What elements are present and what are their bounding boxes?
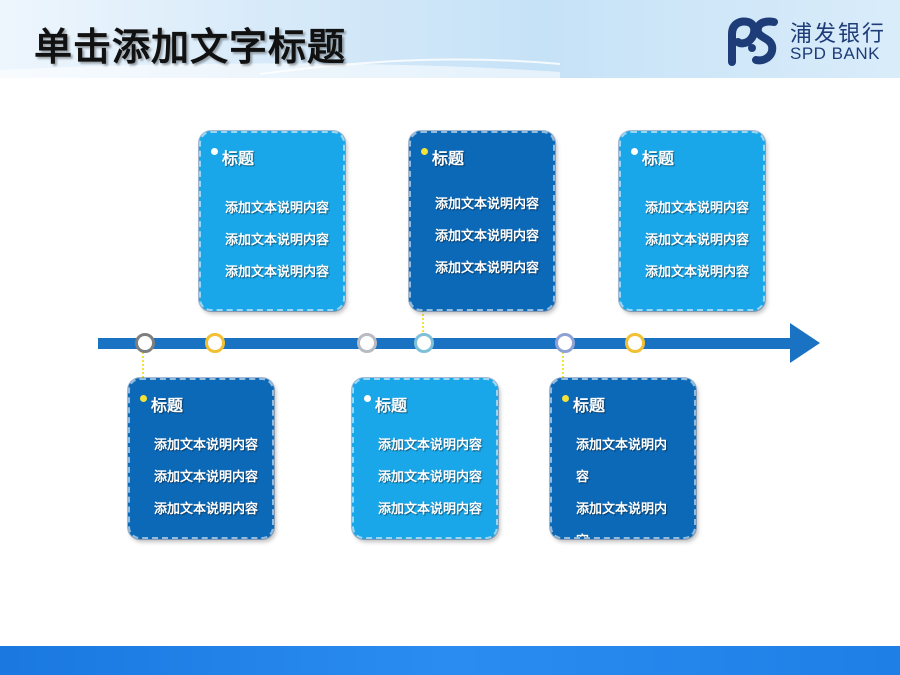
card-description[interactable]: 添加文本说明内容 添加文本说明内容 添加文本说明内容 [154,430,270,526]
bank-name-cn: 浦发银行 [790,22,887,47]
card-text-line: 添加文本说明内容 [378,438,483,453]
timeline-node[interactable] [414,333,434,353]
timeline-node[interactable] [625,333,645,353]
card-marker-dot [421,148,428,155]
card-text-line: 添加文本说明内容 [576,502,668,537]
card-marker-dot [562,395,569,402]
bank-logo: 浦发银行 SPD BANK [728,14,888,70]
footer-bar [0,646,900,675]
timeline-arrow-bar [98,323,824,365]
card-text-line: 添加文本说明内容 [225,201,330,216]
card-description[interactable]: 添加文本说明内容 添加文本说明内容 [576,430,676,537]
card-description[interactable]: 添加文本说明内容 添加文本说明内容 添加文本说明内容 [378,430,494,526]
timeline-card[interactable]: 标题 添加文本说明内容 添加文本说明内容 添加文本说明内容 [199,131,345,311]
timeline-card[interactable]: 标题 添加文本说明内容 添加文本说明内容 [550,378,696,539]
card-title[interactable]: 标题 [222,149,255,168]
card-text-line: 添加文本说明内容 [154,470,259,485]
card-text-line: 添加文本说明内容 [435,197,540,212]
timeline-node[interactable] [135,333,155,353]
card-text-line: 添加文本说明内容 [154,502,259,517]
card-text-line: 添加文本说明内容 [435,229,540,244]
card-text-line: 添加文本说明内容 [378,470,483,485]
card-title[interactable]: 标题 [642,149,675,168]
timeline-arrowhead [790,323,820,363]
timeline-line [98,338,798,349]
timeline-node[interactable] [205,333,225,353]
card-text-line: 添加文本说明内容 [645,201,750,216]
card-description[interactable]: 添加文本说明内容 添加文本说明内容 添加文本说明内容 [645,193,761,289]
timeline-node[interactable] [357,333,377,353]
card-text-line: 添加文本说明内容 [225,265,330,280]
timeline-card[interactable]: 标题 添加文本说明内容 添加文本说明内容 添加文本说明内容 [619,131,765,311]
card-description[interactable]: 添加文本说明内容 添加文本说明内容 添加文本说明内容 [435,189,551,285]
card-text-line: 添加文本说明内容 [378,502,483,517]
card-marker-dot [211,148,218,155]
card-marker-dot [364,395,371,402]
timeline-card[interactable]: 标题 添加文本说明内容 添加文本说明内容 添加文本说明内容 [128,378,274,539]
card-title[interactable]: 标题 [573,396,606,415]
card-description[interactable]: 添加文本说明内容 添加文本说明内容 添加文本说明内容 [225,193,341,289]
page-title[interactable]: 单击添加文字标题 [34,25,347,69]
timeline-card[interactable]: 标题 添加文本说明内容 添加文本说明内容 添加文本说明内容 [409,131,555,311]
card-text-line: 添加文本说明内容 [576,438,668,485]
header-swoosh-decoration [0,58,561,78]
card-title[interactable]: 标题 [151,396,184,415]
card-marker-dot [140,395,147,402]
card-title[interactable]: 标题 [432,149,465,168]
card-text-line: 添加文本说明内容 [645,233,750,248]
card-text-line: 添加文本说明内容 [154,438,259,453]
card-text-line: 添加文本说明内容 [435,261,540,276]
card-title[interactable]: 标题 [375,396,408,415]
bank-name-en: SPD BANK [790,44,880,63]
card-marker-dot [631,148,638,155]
card-text-line: 添加文本说明内容 [225,233,330,248]
card-text-line: 添加文本说明内容 [645,265,750,280]
spd-logo-icon [728,17,778,66]
timeline-card[interactable]: 标题 添加文本说明内容 添加文本说明内容 添加文本说明内容 [352,378,498,539]
timeline-node[interactable] [555,333,575,353]
